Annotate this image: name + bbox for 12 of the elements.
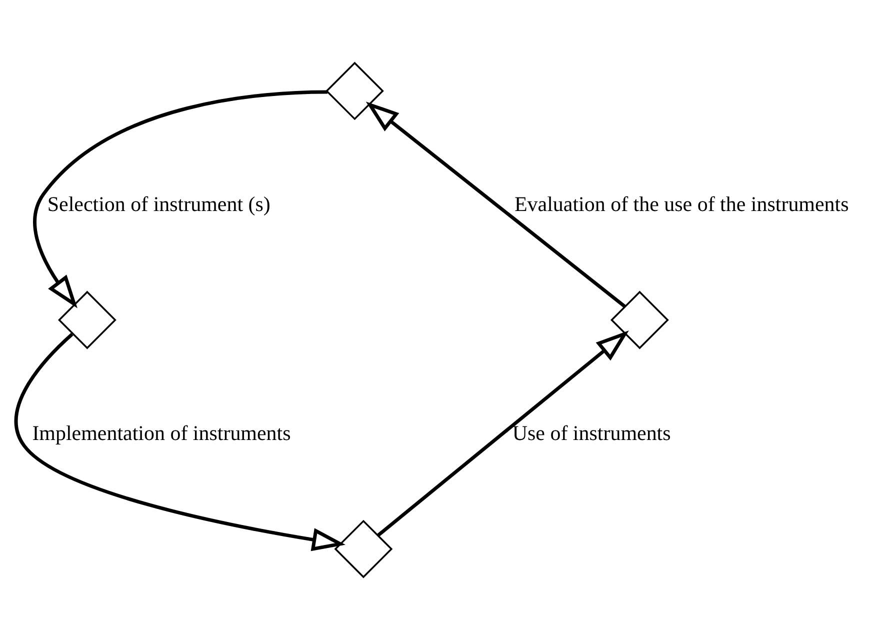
node-diamond	[334, 519, 393, 578]
arrow	[33, 90, 328, 308]
edge-label: Selection of instrument (s)	[47, 191, 270, 216]
edge-label: Implementation of instruments	[32, 420, 291, 444]
arrow	[14, 332, 346, 551]
node-diamond	[325, 61, 384, 120]
node-diamond	[610, 290, 669, 349]
node-diamond	[58, 290, 116, 349]
edge-label: Use of instruments	[512, 420, 671, 444]
arrow	[366, 101, 626, 308]
edge-label: Evaluation of the use of the instruments	[514, 191, 849, 216]
arrow	[377, 330, 629, 536]
